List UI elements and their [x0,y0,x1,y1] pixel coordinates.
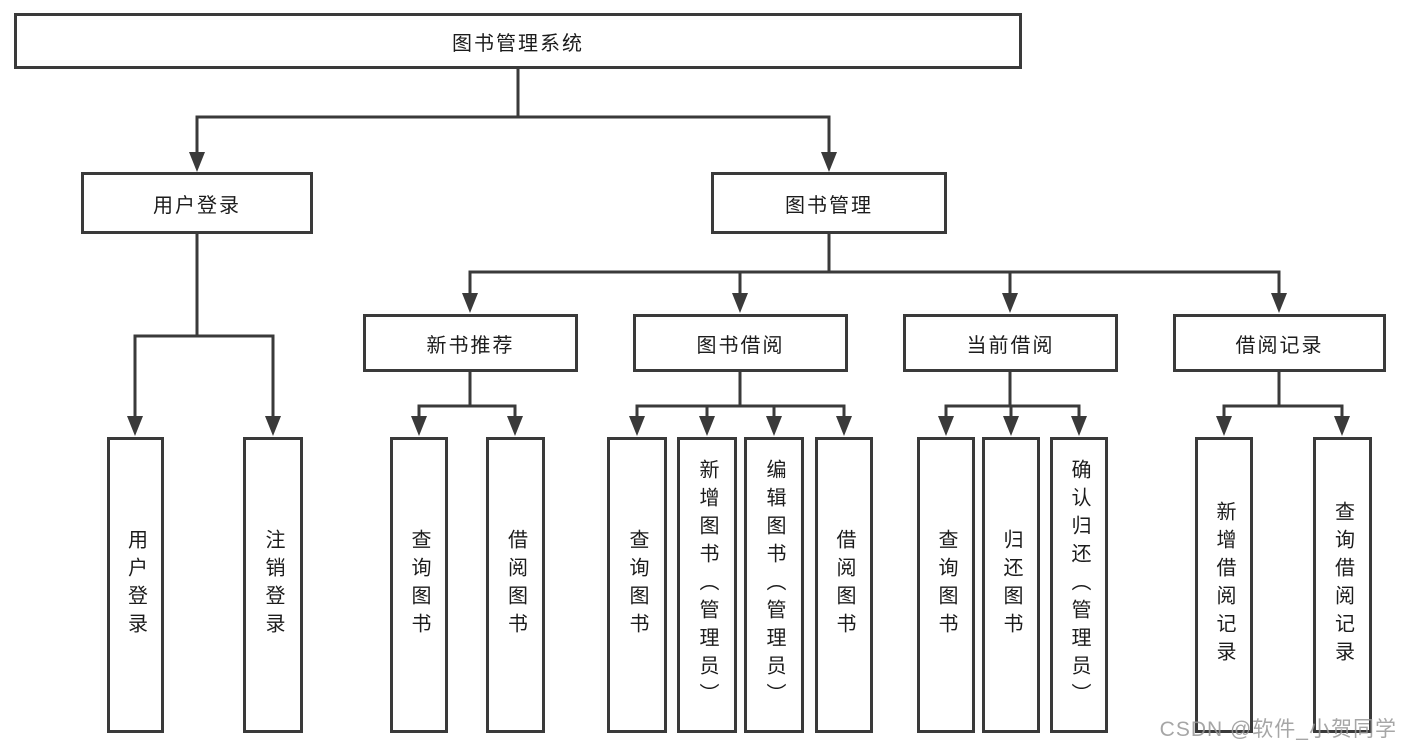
node-label: 用户登录 [153,194,241,217]
node-label: 当前借阅 [966,334,1055,357]
leaf-add-book-admin: 新增图书（管理员） [677,437,737,733]
leaf-label: 查询图书 [408,529,430,641]
leaf-label: 归还图书 [1000,529,1022,641]
watermark: CSDN @软件_小贺同学 [1159,718,1397,741]
leaf-label: 用户登录 [124,529,147,641]
leaf-label: 查询图书 [935,529,957,641]
leaf-return-books: 归还图书 [982,437,1040,733]
node-label: 图书管理 [785,194,873,217]
node-current-borrowing: 当前借阅 [903,314,1118,372]
node-borrowing-records: 借阅记录 [1173,314,1386,372]
leaf-label: 查询图书 [626,529,648,641]
node-user-login: 用户登录 [81,172,313,234]
leaf-user-login: 用户登录 [107,437,164,733]
node-new-book-recommendation: 新书推荐 [363,314,578,372]
node-root-label: 图书管理系统 [452,32,584,55]
node-label: 借阅记录 [1235,334,1324,357]
node-label: 图书借阅 [696,334,785,357]
leaf-query-books-recommend: 查询图书 [390,437,448,733]
leaf-label: 借阅图书 [504,529,527,641]
leaf-query-borrow-record: 查询借阅记录 [1313,437,1372,733]
leaf-borrow-books-borrowing: 借阅图书 [815,437,873,733]
leaf-label: 新增图书（管理员） [696,459,718,711]
leaf-label: 查询借阅记录 [1331,501,1354,669]
leaf-label: 新增借阅记录 [1213,501,1235,669]
leaf-confirm-return-admin: 确认归还（管理员） [1050,437,1108,733]
leaf-label: 注销登录 [262,529,284,641]
node-book-management: 图书管理 [711,172,947,234]
leaf-logout-login: 注销登录 [243,437,303,733]
node-book-borrowing: 图书借阅 [633,314,848,372]
leaf-edit-book-admin: 编辑图书（管理员） [744,437,804,733]
leaf-query-books-borrowing: 查询图书 [607,437,667,733]
leaf-label: 编辑图书（管理员） [763,459,785,711]
leaf-borrow-books-recommend: 借阅图书 [486,437,545,733]
node-label: 新书推荐 [426,334,515,357]
leaf-add-borrow-record: 新增借阅记录 [1195,437,1253,733]
leaf-query-books-current: 查询图书 [917,437,975,733]
leaf-label: 确认归还（管理员） [1068,459,1090,711]
leaf-label: 借阅图书 [833,529,855,641]
node-root: 图书管理系统 [14,13,1022,69]
